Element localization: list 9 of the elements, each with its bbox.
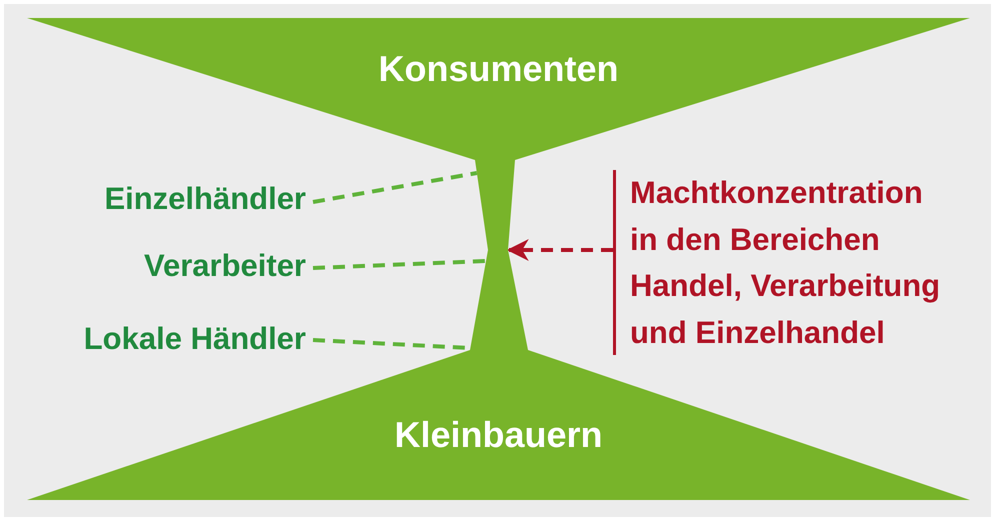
stage-label: Lokale Händler: [84, 320, 306, 358]
leader-line: [312, 171, 478, 204]
arrow: [506, 239, 613, 261]
leader-line: [312, 259, 486, 270]
tier-label: Kleinbauern: [394, 414, 603, 456]
tier-label: Konsumenten: [378, 48, 618, 90]
stage-label: Verarbeiter: [144, 247, 306, 285]
stage-label: Einzelhändler: [104, 180, 306, 218]
callout-text: Machtkonzentration in den Bereichen Handel, Verarbeitung und Einzelhandel: [630, 174, 942, 352]
